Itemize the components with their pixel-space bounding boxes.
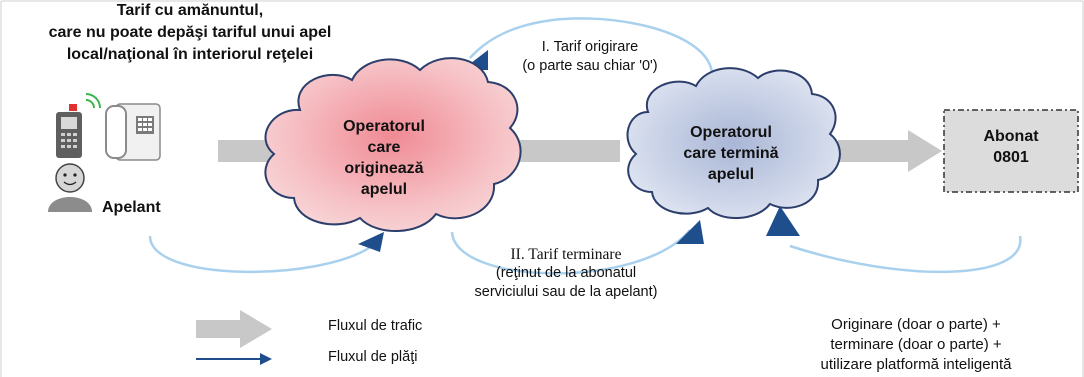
subscriber-label: Abonat 0801 xyxy=(983,128,1039,166)
traffic-bar-1 xyxy=(218,140,280,162)
flow-II-text: II. Tarif terminare (reţinut de la abona… xyxy=(474,246,658,300)
origin-operator-cloud xyxy=(264,57,522,232)
legend xyxy=(196,310,272,365)
payment-arcs xyxy=(148,17,1022,275)
arc-flow-III xyxy=(789,235,1022,274)
terminating-operator-cloud xyxy=(626,67,841,220)
retail-tariff-title: Tarif cu amănuntul, care nu poate depăşi… xyxy=(48,2,332,63)
arrowhead-flow-II xyxy=(676,220,704,244)
flow-I-text: I. Tarif origirare (o parte sau chiar '0… xyxy=(522,39,658,74)
arc-flow-II xyxy=(450,229,691,275)
traffic-bar-2 xyxy=(520,140,620,162)
arrowhead-flow-III xyxy=(766,206,800,236)
legend-traffic-swatch xyxy=(196,310,272,348)
traffic-flow xyxy=(218,130,942,172)
traffic-arrow-3 xyxy=(838,130,942,172)
legend-payments-label: Fluxul de plăţi xyxy=(328,349,418,365)
arc-flow-I xyxy=(469,17,714,73)
caller-label: Apelant xyxy=(102,199,161,216)
legend-traffic-label: Fluxul de trafic xyxy=(328,318,423,334)
person-icon xyxy=(48,163,92,212)
mobile-phone-icon xyxy=(56,93,101,158)
desk-phone-icon xyxy=(105,103,161,161)
arc-caller-to-origin xyxy=(148,235,373,274)
subscriber-box xyxy=(943,109,1079,193)
flow-III-text: Originare (doar o parte) + terminare (do… xyxy=(820,316,1012,373)
origin-operator-label: Operatorul care originează apelul xyxy=(343,118,425,198)
terminating-operator-label: Operatorul care termină apelul xyxy=(683,124,779,183)
legend-payment-arrowhead xyxy=(260,353,272,365)
arrowhead-caller-to-origin xyxy=(358,232,384,252)
